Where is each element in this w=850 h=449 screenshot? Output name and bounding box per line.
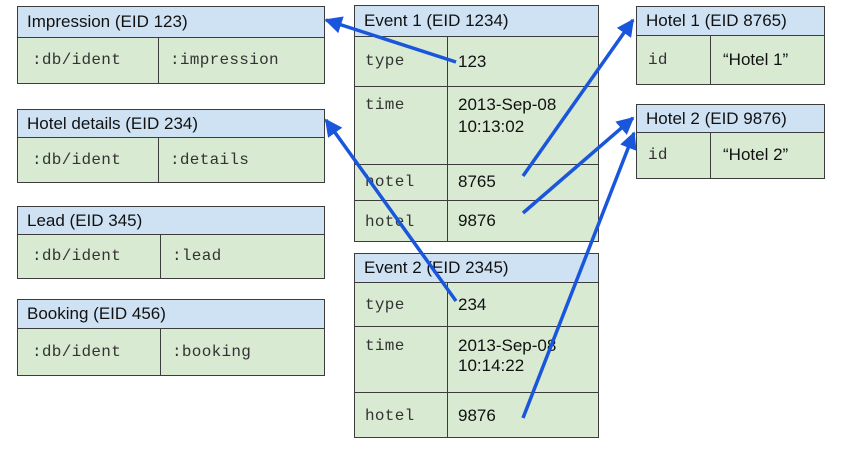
hotel-details-title: Hotel details (EID 234) [27,113,199,133]
event2-type-value: 234 [458,295,487,314]
event2-entity: Event 2 (EID 2345) type 234 time 2013-Se… [354,253,599,438]
lead-entity: Lead (EID 345) :db/ident :lead [17,206,325,279]
event1-type-value: 123 [458,52,487,71]
hotel1-attr: id [648,51,668,69]
booking-title: Booking (EID 456) [27,304,166,323]
impression-entity: Impression (EID 123) :db/ident :impressi… [17,6,325,84]
impression-title: Impression (EID 123) [27,12,188,31]
hotel-details-header: Hotel details (EID 234) [17,109,325,138]
impression-row: :db/ident :impression [17,38,325,84]
booking-attr: :db/ident [32,343,122,361]
event2-row-time: time 2013-Sep-08 10:14:22 [354,327,599,393]
event1-type-attr: type [365,52,405,70]
event1-row-hotel1: hotel 8765 [354,165,599,201]
impression-value: :impression [170,51,279,69]
event2-row-type: type 234 [354,283,599,327]
event2-hotel-value: 9876 [458,406,496,425]
event1-hotel2-attr: hotel [365,213,415,231]
lead-title: Lead (EID 345) [27,210,143,230]
hotel1-value: “Hotel 1” [723,50,789,69]
booking-entity: Booking (EID 456) :db/ident :booking [17,299,325,376]
booking-row: :db/ident :booking [17,329,325,376]
event1-row-time: time 2013-Sep-08 10:13:02 [354,87,599,165]
hotel1-header: Hotel 1 (EID 8765) [636,6,825,36]
hotel-details-value: :details [170,151,250,169]
booking-divider [160,329,161,375]
hotel1-row: id “Hotel 1” [636,36,825,85]
event2-header: Event 2 (EID 2345) [354,253,599,283]
impression-header: Impression (EID 123) [17,6,325,38]
event2-time-clock: 10:14:22 [458,356,525,375]
event1-hotel1-divider [447,165,448,200]
hotel1-title: Hotel 1 (EID 8765) [646,11,787,30]
hotel-details-divider [158,138,159,182]
hotel1-entity: Hotel 1 (EID 8765) id “Hotel 1” [636,6,825,85]
event1-time-clock: 10:13:02 [458,117,525,136]
hotel2-divider [710,133,711,178]
hotel2-attr: id [648,146,668,164]
impression-divider [158,38,159,83]
lead-attr: :db/ident [32,247,122,265]
impression-attr: :db/ident [32,51,122,69]
event1-type-divider [447,37,448,86]
hotel2-value: “Hotel 2” [723,145,789,164]
hotel1-divider [710,36,711,84]
event2-hotel-divider [447,393,448,437]
lead-row: :db/ident :lead [17,235,325,279]
hotel-details-row: :db/ident :details [17,138,325,183]
event1-hotel2-divider [447,201,448,241]
event2-type-attr: type [365,296,405,314]
event1-title: Event 1 (EID 1234) [364,11,509,30]
event1-hotel2-value: 9876 [458,211,496,230]
event2-hotel-attr: hotel [365,407,415,425]
event1-header: Event 1 (EID 1234) [354,5,599,37]
booking-value: :booking [172,343,252,361]
lead-header: Lead (EID 345) [17,206,325,235]
lead-divider [160,235,161,278]
event1-hotel1-value: 8765 [458,172,496,191]
hotel2-title: Hotel 2 (EID 9876) [646,108,787,128]
hotel-details-attr: :db/ident [32,151,122,169]
event1-hotel1-attr: hotel [365,173,415,191]
event1-entity: Event 1 (EID 1234) type 123 time 2013-Se… [354,5,599,242]
lead-value: :lead [172,247,222,265]
event2-type-divider [447,283,448,326]
event1-time-divider [447,87,448,164]
booking-header: Booking (EID 456) [17,299,325,329]
hotel-details-entity: Hotel details (EID 234) :db/ident :detai… [17,109,325,183]
hotel2-header: Hotel 2 (EID 9876) [636,104,825,133]
hotel2-entity: Hotel 2 (EID 9876) id “Hotel 2” [636,104,825,179]
event2-title: Event 2 (EID 2345) [364,258,509,277]
hotel2-row: id “Hotel 2” [636,133,825,179]
event2-row-hotel: hotel 9876 [354,393,599,438]
event2-time-divider [447,327,448,392]
event1-time-attr: time [365,96,405,114]
event1-row-type: type 123 [354,37,599,87]
event1-row-hotel2: hotel 9876 [354,201,599,242]
event2-time-attr: time [365,337,405,355]
